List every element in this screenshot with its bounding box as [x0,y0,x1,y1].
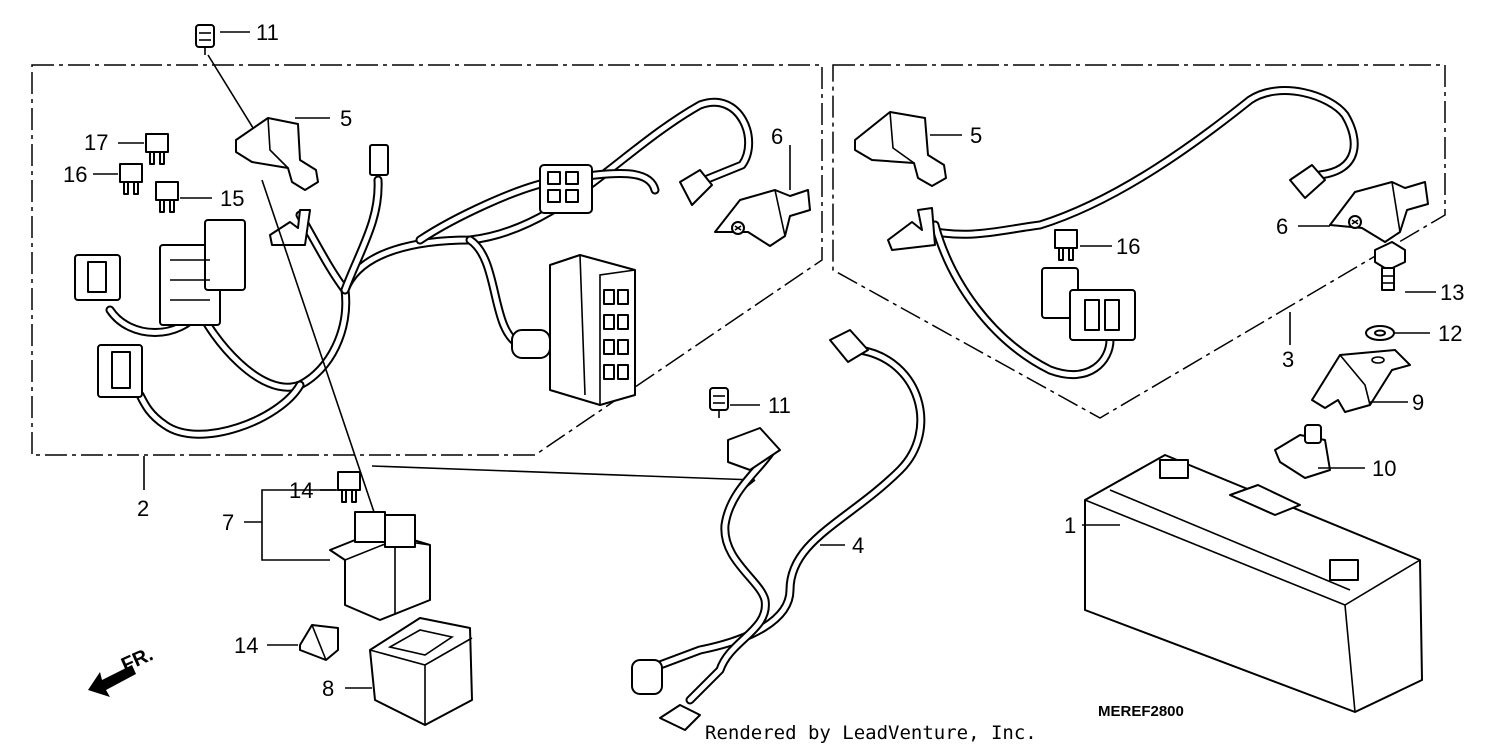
bolt-11-mid[interactable] [709,387,729,418]
harness-4-bracket [371,465,756,489]
fuse-16-right[interactable] [1054,229,1078,261]
terminal-cover-6-right[interactable] [1329,181,1429,243]
callout-9: 9 [1412,390,1424,415]
battery-cable-harness-4[interactable] [631,329,926,731]
callout-6-right: 6 [1276,214,1288,239]
callout-6-left: 6 [771,124,783,149]
relay-7[interactable] [329,511,431,621]
diagram-code: MEREF2800 [1098,703,1184,720]
battery-1[interactable] [1084,454,1423,713]
callout-8: 8 [322,676,334,701]
callout-11-top: 11 [256,20,279,45]
callout-7: 7 [222,510,234,535]
battery-band-10[interactable] [1274,424,1331,479]
render-credit: Rendered by LeadVenture, Inc. [705,722,1037,744]
callout-4: 4 [852,533,864,558]
callout-13: 13 [1440,280,1464,305]
callout-5-left: 5 [340,106,352,131]
callout-17: 17 [84,130,108,155]
callout-5-right: 5 [970,123,982,148]
battery-harness-3[interactable] [887,86,1359,380]
fuse-14-bottom[interactable] [299,624,339,661]
callout-3: 3 [1282,347,1294,372]
front-direction-arrow: FR. [88,643,156,697]
fuse-16-left[interactable] [119,163,143,195]
callout-14-bottom: 14 [234,633,258,658]
front-marker-label: FR. [118,643,156,676]
terminal-cover-5-right[interactable] [854,111,947,187]
bolt-13[interactable] [1374,241,1406,291]
terminal-cover-5-left[interactable] [235,117,319,191]
callout-12: 12 [1438,321,1462,346]
bolt-11-top[interactable] [195,24,215,55]
callout-14-top: 14 [289,478,313,503]
callout-labels: 11 5 17 16 15 6 2 14 7 14 8 11 4 5 6 16 … [63,20,1464,701]
callout-1: 1 [1064,513,1076,538]
group-2-frame [31,64,823,456]
fuse-15[interactable] [155,181,179,213]
callout-16-right: 16 [1116,234,1140,259]
terminal-cover-6-left[interactable] [714,189,811,247]
fuse-14-top[interactable] [337,471,361,503]
group-3-frame [832,64,1446,419]
callout-16-left: 16 [63,162,87,187]
callout-2: 2 [137,496,149,521]
relay-cover-8[interactable] [369,617,473,726]
callout-10: 10 [1372,456,1396,481]
main-wire-harness-2[interactable] [74,98,754,439]
battery-bracket-9[interactable] [1311,349,1411,413]
callout-11-mid: 11 [768,393,791,418]
leader-lines [93,31,1436,689]
callout-15: 15 [220,186,244,211]
washer-12[interactable] [1365,325,1395,341]
fuse-17[interactable] [145,133,169,165]
